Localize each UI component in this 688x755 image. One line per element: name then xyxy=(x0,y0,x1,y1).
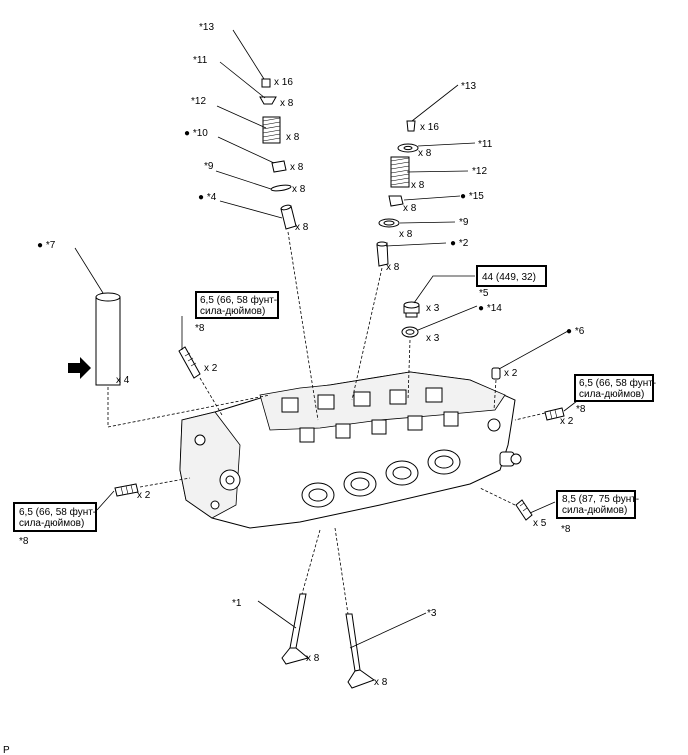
qty-9-right: x 8 xyxy=(399,229,413,240)
callout-2: ● *2 xyxy=(450,238,469,249)
valve-spring-right xyxy=(390,156,410,188)
callout-1: *1 xyxy=(232,598,242,609)
callout-12-right: *12 xyxy=(472,166,487,177)
intake-valve xyxy=(281,593,310,665)
valve-stem-seal-right xyxy=(388,195,404,207)
callout-8-left: *8 xyxy=(19,536,29,547)
qty-13-left: x 16 xyxy=(274,77,293,88)
torque-box-stud-left xyxy=(13,502,97,532)
assembly-lines xyxy=(107,231,546,615)
qty-12-left: x 8 xyxy=(286,132,300,143)
qty-12-right: x 8 xyxy=(411,180,425,191)
valve-spring-left xyxy=(262,116,281,144)
qty-11-right: x 8 xyxy=(418,148,432,159)
left-valvetrain-stack xyxy=(259,78,297,230)
direction-arrow-icon xyxy=(68,357,91,379)
torque-box-stud-bottom-right-line1: 8,5 (87, 75 фунт- xyxy=(562,493,639,505)
callout-9-left: *9 xyxy=(204,161,214,172)
torque-box-stud-right xyxy=(574,374,654,402)
torque-box-stud-left-line2: сила-дюймов) xyxy=(19,518,84,529)
leader-lines xyxy=(74,29,578,649)
ring-pin-large xyxy=(95,292,121,386)
valve-stem-seal-left xyxy=(271,160,287,173)
valve-keeper-right xyxy=(406,120,416,132)
stud-bolt-top-left xyxy=(178,346,201,379)
qty-3: x 8 xyxy=(374,677,388,688)
callout-8-bottom-right: *8 xyxy=(561,524,571,535)
torque-box-stud-bottom-right-line2: сила-дюймов) xyxy=(562,505,627,516)
callout-3: *3 xyxy=(427,608,437,619)
spring-seat-left xyxy=(270,184,292,192)
exhaust-valve xyxy=(345,613,376,689)
qty-15: x 8 xyxy=(403,203,417,214)
qty-6: x 2 xyxy=(504,368,518,379)
qty-10: x 8 xyxy=(290,162,304,173)
stud-bolt-bottom-right xyxy=(515,499,533,521)
right-valvetrain-stack xyxy=(376,120,501,380)
qty-13-right: x 16 xyxy=(420,122,439,133)
corner-mark: P xyxy=(3,745,10,755)
callout-12-left: *12 xyxy=(191,96,206,107)
callout-8-right: *8 xyxy=(576,404,586,415)
callout-15: ● *15 xyxy=(460,191,484,202)
qty-8-top-left: x 2 xyxy=(204,363,218,374)
qty-8-left: x 2 xyxy=(137,490,151,501)
torque-box-plug xyxy=(476,265,547,287)
torque-box-stud-top-left-line1: 6,5 (66, 58 фунт- xyxy=(200,294,277,306)
spring-retainer-left xyxy=(259,96,277,105)
screw-plug xyxy=(403,301,420,318)
torque-box-stud-bottom-right xyxy=(556,490,636,519)
torque-box-plug-line1: 44 (449, 32) xyxy=(482,272,536,283)
callout-9-right: *9 xyxy=(459,217,469,228)
qty-8-bottom-right: x 5 xyxy=(533,518,547,529)
callout-13-right: *13 xyxy=(461,81,476,92)
torque-box-stud-top-left xyxy=(195,291,279,319)
torque-box-stud-right-line1: 6,5 (66, 58 фунт- xyxy=(579,377,656,389)
stud-bolt-left xyxy=(114,483,139,497)
torque-box-stud-top-left-line2: сила-дюймов) xyxy=(200,306,265,317)
qty-4: x 8 xyxy=(295,222,309,233)
stud-bolt-right xyxy=(544,407,565,421)
torque-box-stud-left-line1: 6,5 (66, 58 фунт- xyxy=(19,506,96,518)
cylinder-head xyxy=(179,371,522,529)
callout-6: ● *6 xyxy=(566,326,585,337)
qty-2: x 8 xyxy=(386,262,400,273)
qty-7: x 4 xyxy=(116,375,130,386)
torque-box-stud-right-line2: сила-дюймов) xyxy=(579,389,644,400)
qty-9-left: x 8 xyxy=(292,184,306,195)
qty-5: x 3 xyxy=(426,303,440,314)
callout-10: ● *10 xyxy=(184,128,208,139)
qty-8-right: x 2 xyxy=(560,416,574,427)
valve-keeper-left xyxy=(261,78,271,88)
qty-14: x 3 xyxy=(426,333,440,344)
callout-8-top-left: *8 xyxy=(195,323,205,334)
callout-11-right: *11 xyxy=(478,139,493,150)
callout-5: *5 xyxy=(479,288,489,299)
callout-7: ● *7 xyxy=(37,240,56,251)
callout-11-left: *11 xyxy=(193,55,208,66)
straight-pin xyxy=(491,367,501,380)
callout-4: ● *4 xyxy=(198,192,217,203)
qty-1: x 8 xyxy=(306,653,320,664)
callout-13-left: *13 xyxy=(199,22,214,33)
callout-14: ● *14 xyxy=(478,303,502,314)
qty-11-left: x 8 xyxy=(280,98,294,109)
